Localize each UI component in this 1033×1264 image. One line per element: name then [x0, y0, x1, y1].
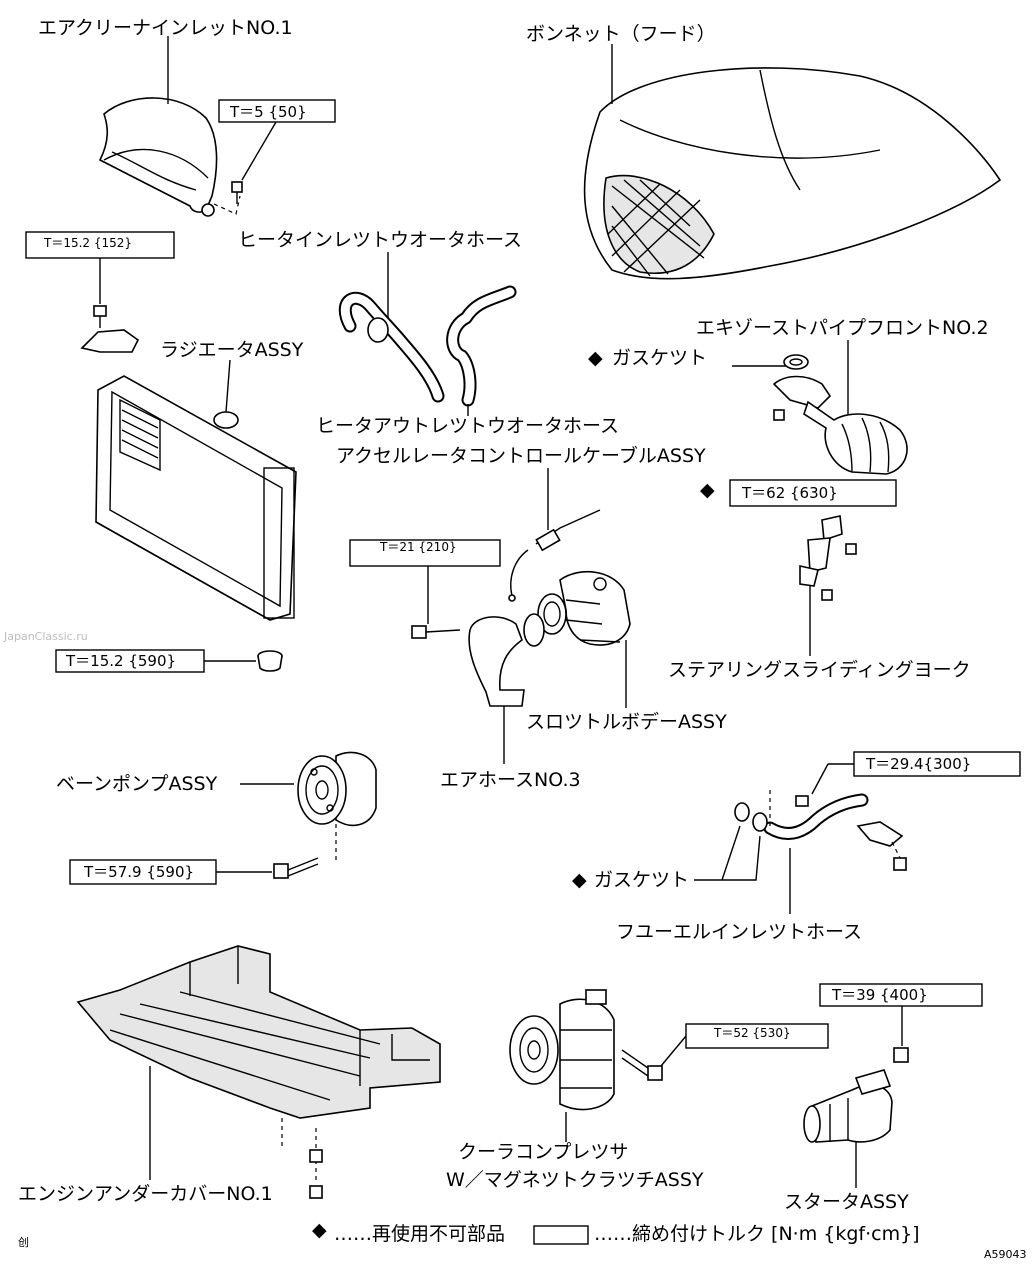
label-air-cleaner-inlet: エアクリーナインレットNO.1	[38, 17, 293, 39]
bolt-icon	[309, 1149, 323, 1199]
steering-yoke-part	[799, 515, 857, 601]
torque-exhaust: T＝62 {630}	[741, 484, 838, 502]
label-steering-yoke: ステアリングスライディングヨーク	[668, 659, 971, 681]
label-accel-cable: アクセルレータコントロールケーブルASSY	[336, 444, 706, 467]
label-gasket-top: ガスケツト	[612, 347, 707, 369]
gasket-ring-icon	[783, 354, 809, 370]
torque-starter: T＝39 {400}	[831, 986, 928, 1004]
compressor-part	[509, 989, 615, 1111]
label-hood: ボンネット（フード）	[526, 23, 716, 45]
torque-compressor: T＝52 {530}	[713, 1026, 791, 1040]
radiator-bracket-part	[80, 329, 140, 353]
label-heater-outlet-hose: ヒータアウトレツトウオータホース	[316, 415, 619, 437]
throttle-body-part	[537, 571, 631, 646]
bolt-icon	[93, 305, 107, 328]
label-compressor-line2: W／マグネツトクラツチASSY	[446, 1169, 704, 1191]
label-compressor-line1: クーラコンプレツサ	[458, 1141, 628, 1163]
radiator-part	[95, 375, 297, 621]
bolt-icon	[621, 1049, 663, 1081]
label-vane-pump: ベーンポンプASSY	[56, 773, 218, 795]
torque-radiator-bottom: T＝15.2 {590}	[65, 652, 176, 670]
diamond-icon: ◆	[588, 347, 603, 369]
torque-box-air-cleaner	[218, 99, 336, 123]
hood-part	[583, 67, 1002, 280]
watermark: JapanClassic.ru	[3, 630, 88, 643]
torque-vane-pump: T＝57.9 {590}	[83, 863, 194, 881]
bolt-icon	[411, 625, 461, 639]
accel-cable-part	[508, 509, 601, 602]
heater-outlet-hose-part	[446, 285, 517, 407]
corner-mark: 创	[18, 1236, 29, 1249]
label-air-hose: エアホースNO.3	[440, 769, 581, 791]
torque-radiator-bracket: T＝15.2 {152}	[43, 236, 132, 250]
air-cleaner-inlet-part	[98, 97, 218, 217]
figure-code: A59043	[984, 1248, 1027, 1261]
torque-fuel: T＝29.4{300}	[865, 755, 971, 773]
label-heater-inlet-hose: ヒータインレツトウオータホース	[238, 229, 522, 251]
label-exhaust-pipe: エキゾーストパイプフロントNO.2	[696, 317, 989, 339]
bolt-icon	[231, 181, 243, 204]
torque-box-starter	[819, 983, 983, 1007]
torque-box-exhaust	[729, 479, 897, 507]
torque-box-vane-pump	[69, 859, 217, 885]
label-gasket-bottom: ガスケツト	[594, 869, 689, 891]
torque-box-compressor	[685, 1023, 829, 1049]
torque-box-throttle	[349, 539, 501, 567]
legend-torque-box	[533, 1225, 589, 1245]
label-radiator: ラジエータASSY	[160, 339, 304, 361]
bolt-icon	[273, 857, 319, 879]
engine-under-cover-part	[76, 945, 441, 1119]
diamond-icon: ◆	[572, 869, 587, 891]
torque-box-fuel	[853, 751, 1021, 777]
torque-throttle: T＝21 {210}	[379, 540, 457, 554]
label-starter: スタータASSY	[784, 1191, 909, 1213]
label-engine-cover: エンジンアンダーカバーNO.1	[18, 1183, 273, 1205]
air-hose-part	[468, 613, 545, 707]
legend-nonreusable: ……再使用不可部品	[334, 1223, 505, 1245]
exhaust-pipe-part	[772, 375, 908, 475]
label-fuel-hose: フユーエルインレツトホース	[616, 921, 862, 943]
fuel-inlet-hose-part	[734, 793, 907, 871]
diamond-icon: ◆	[312, 1219, 327, 1241]
vane-pump-part	[297, 751, 377, 827]
label-throttle-body: スロツトルボデーASSY	[526, 711, 727, 733]
torque-air-cleaner: T＝5 {50}	[229, 103, 307, 121]
starter-part	[803, 1069, 893, 1143]
cushion-icon	[257, 650, 283, 672]
bolt-icon	[893, 1047, 909, 1063]
heater-inlet-hose-part	[338, 291, 445, 403]
legend-torque: ……締め付けトルク [N·m {kgf·cm}]	[594, 1223, 920, 1245]
diamond-icon: ◆	[700, 479, 715, 501]
